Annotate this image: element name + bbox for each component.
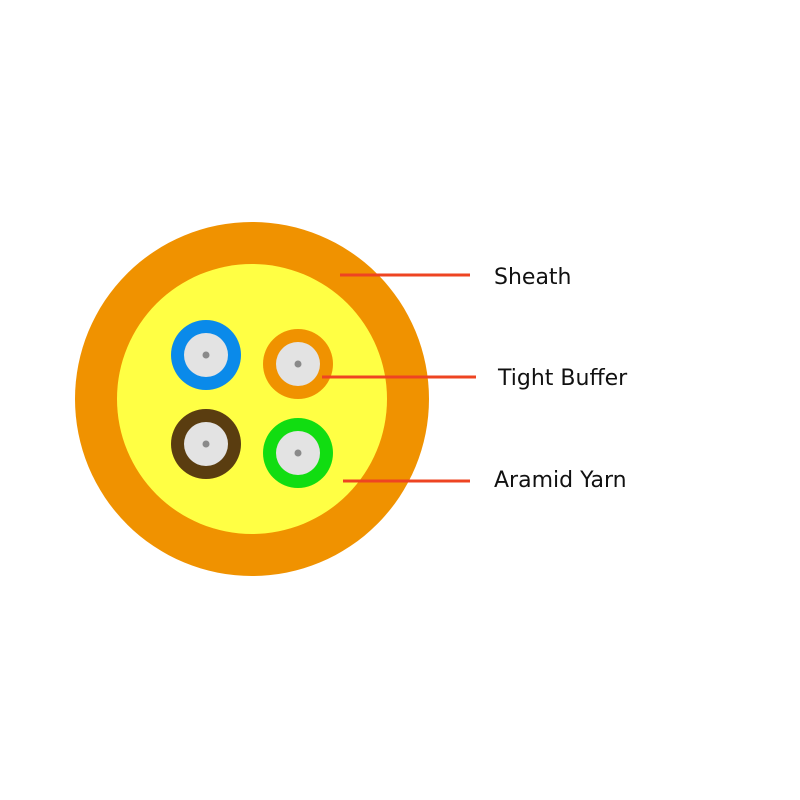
fiber-center <box>202 440 210 448</box>
fiber-green <box>263 418 333 488</box>
fiber-center <box>294 360 302 368</box>
fiber-orange <box>263 329 333 399</box>
fiber-center <box>294 449 302 457</box>
aramid-yarn-fill <box>117 264 387 534</box>
fiber-center <box>202 351 210 359</box>
fiber-blue <box>171 320 241 390</box>
aramid-yarn-label: Aramid Yarn <box>494 468 627 493</box>
tight-buffer-label: Tight Buffer <box>497 366 628 391</box>
fiber-brown <box>171 409 241 479</box>
sheath-label: Sheath <box>494 265 572 290</box>
